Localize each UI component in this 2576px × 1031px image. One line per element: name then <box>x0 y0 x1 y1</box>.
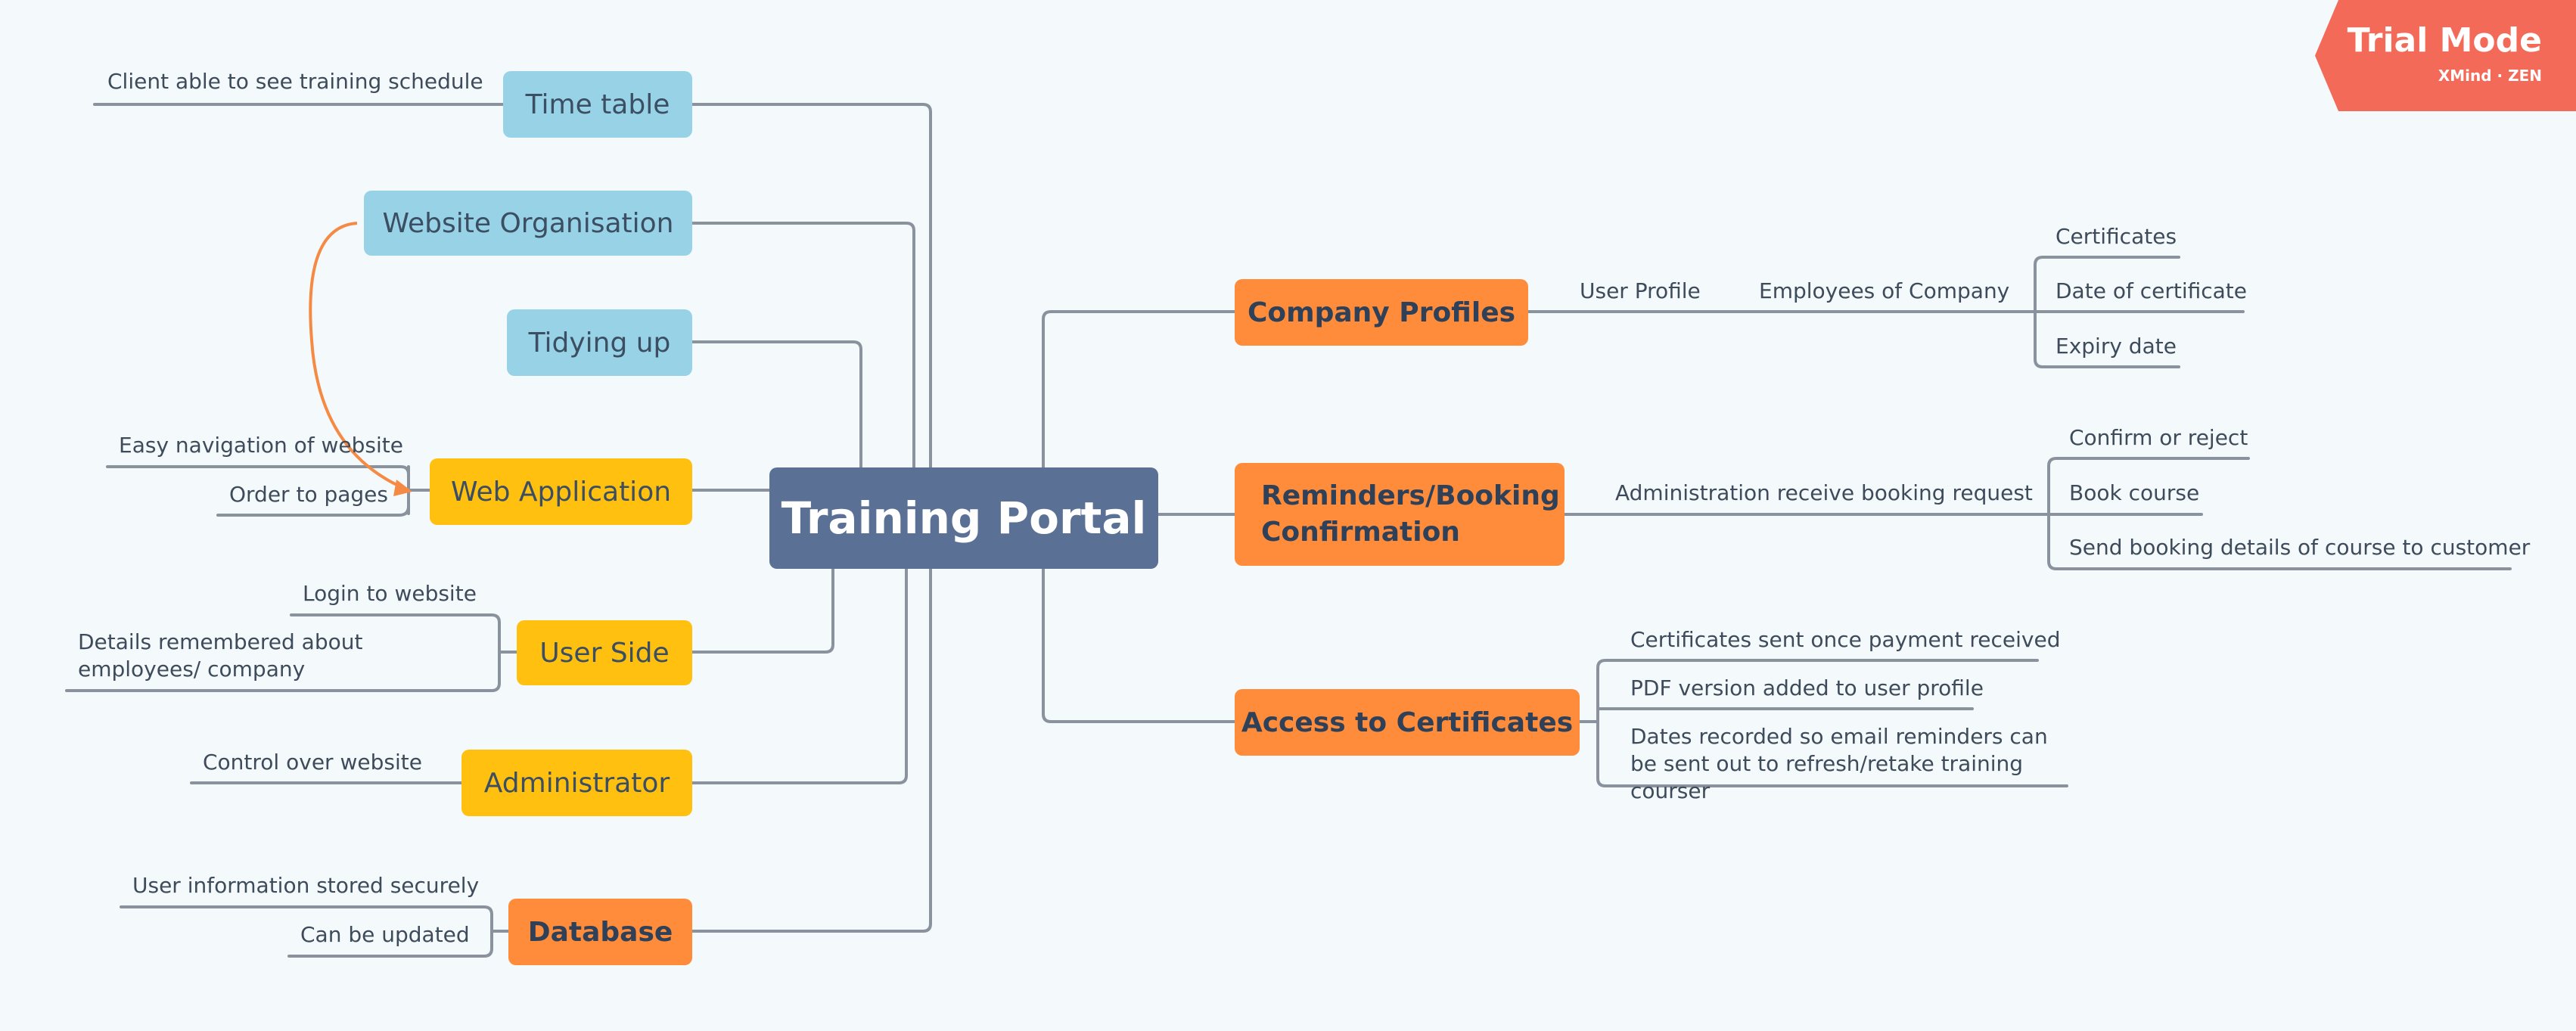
topic-company-profiles[interactable]: Company Profiles <box>1235 279 1528 346</box>
leaf-login-website[interactable]: Login to website <box>303 581 477 606</box>
trial-mode-badge[interactable]: Trial Mode XMind · ZEN <box>2315 0 2576 111</box>
leaf-book-course[interactable]: Book course <box>2069 480 2200 505</box>
leaf-pdf-version[interactable]: PDF version added to user profile <box>1630 675 1984 700</box>
leaf-info-stored[interactable]: User information stored securely <box>132 873 480 898</box>
leaf-certs-sent[interactable]: Certificates sent once payment received <box>1630 627 2061 652</box>
leaf-user-profile[interactable]: User Profile <box>1580 278 1701 303</box>
leaf-client-schedule[interactable]: Client able to see training schedule <box>107 69 483 94</box>
badge-title: Trial Mode <box>2347 21 2542 60</box>
topic-time-table[interactable]: Time table <box>503 71 692 138</box>
connector-website-org <box>691 222 915 470</box>
relation-arrowhead <box>393 480 412 496</box>
topic-web-application[interactable]: Web Application <box>430 458 692 525</box>
topic-user-side[interactable]: User Side <box>517 620 692 685</box>
leaf-certificates[interactable]: Certificates <box>2056 224 2177 249</box>
connector-company-profiles <box>1042 310 1236 470</box>
leaf-confirm-reject[interactable]: Confirm or reject <box>2069 425 2248 450</box>
connector-timetable <box>691 103 932 470</box>
leaf-expiry-date[interactable]: Expiry date <box>2056 334 2177 359</box>
topic-database[interactable]: Database <box>508 899 692 965</box>
leaf-order-pages[interactable]: Order to pages <box>229 482 388 507</box>
leaf-send-booking-details[interactable]: Send booking details of course to custom… <box>2069 535 2531 560</box>
leaf-employees-company[interactable]: Employees of Company <box>1759 278 2010 303</box>
bracket-user-side <box>65 613 518 692</box>
leaf-details-remembered[interactable]: Details remembered about employees/ comp… <box>78 629 363 682</box>
connector-access-certs <box>1042 567 1236 723</box>
bracket-company-items <box>2020 256 2245 368</box>
badge-subtitle: XMind · ZEN <box>2438 67 2542 85</box>
relation-arrow <box>309 222 409 492</box>
leaf-easy-navigation[interactable]: Easy navigation of website <box>119 433 403 458</box>
leaf-dates-recorded[interactable]: Dates recorded so email reminders can be… <box>1630 724 2048 803</box>
connector-user-side <box>691 567 834 654</box>
topic-access-certificates[interactable]: Access to Certificates <box>1235 689 1580 756</box>
central-topic[interactable]: Training Portal <box>769 467 1158 569</box>
topic-reminders-booking[interactable]: Reminders/Booking Confirmation <box>1235 463 1565 566</box>
topic-website-organisation[interactable]: Website Organisation <box>364 191 692 256</box>
connector-administrator <box>691 567 908 784</box>
bracket-reminder-items <box>2034 457 2512 570</box>
topic-tidying-up[interactable]: Tidying up <box>507 309 692 376</box>
leaf-control-website[interactable]: Control over website <box>203 750 422 775</box>
leaf-date-of-certificate[interactable]: Date of certificate <box>2056 278 2247 303</box>
leaf-admin-booking-request[interactable]: Administration receive booking request <box>1615 480 2033 505</box>
connector-database <box>691 567 932 933</box>
bracket-database <box>120 905 510 958</box>
leaf-can-be-updated[interactable]: Can be updated <box>300 922 470 947</box>
connector-tidying <box>691 340 862 470</box>
topic-administrator[interactable]: Administrator <box>461 750 692 816</box>
badge-background <box>2315 0 2576 111</box>
bracket-access-items <box>1578 659 2068 787</box>
